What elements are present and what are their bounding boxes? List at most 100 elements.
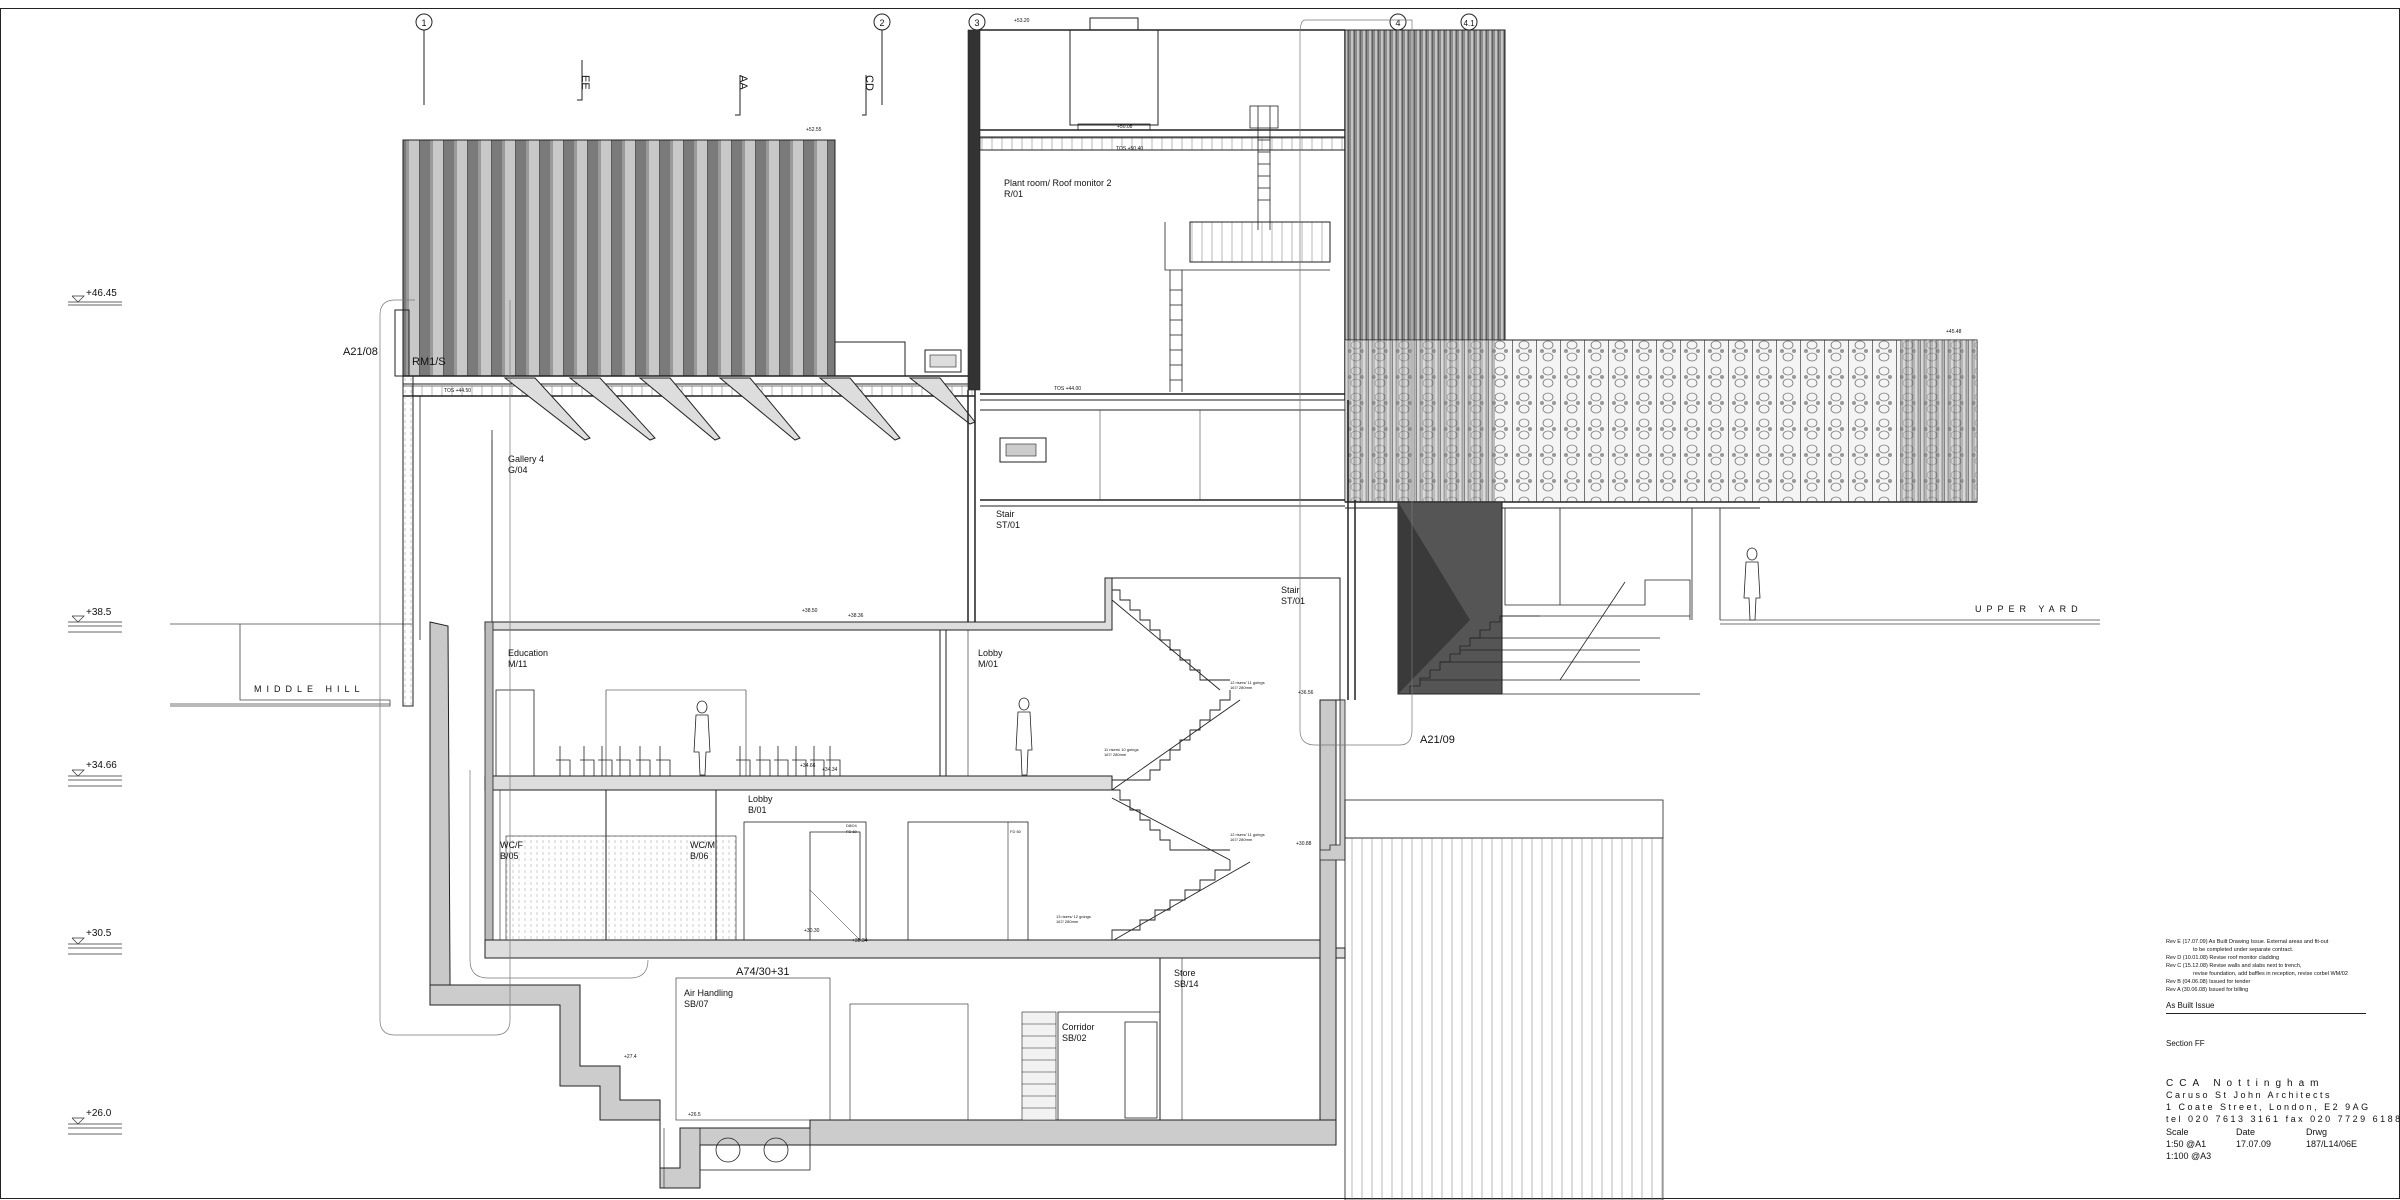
svg-text:+34.66: +34.66 (86, 760, 117, 771)
level-4645: +46.45 (68, 288, 122, 306)
svg-text:1: 1 (421, 18, 426, 28)
drawing-info-grid: Scale Date Drwg 1:50 @A1 17.07.09 187/L1… (2166, 1126, 2366, 1162)
level-385: +38.5 (68, 607, 122, 633)
detail-ref-a74-30-31: A74/30+31 (736, 966, 790, 978)
svg-text:2: 2 (879, 18, 884, 28)
architect-phone: tel 020 7613 3161 fax 020 7729 6188 (2166, 1114, 2400, 1124)
level-tag: +26.5 (688, 1112, 701, 1118)
external-steps (1400, 508, 1721, 695)
drawing-number-label: Drwg (2306, 1127, 2328, 1137)
revision-line: to be completed under separate contract. (2193, 947, 2294, 953)
svg-text:+38.5: +38.5 (86, 607, 112, 618)
roof-baffles (503, 377, 976, 441)
section-mark-ee: EE (579, 75, 591, 90)
detail-ref-a21-09: A21/09 (1420, 734, 1455, 746)
ground-lines (170, 619, 2100, 707)
level-tag: +36.56 (1298, 690, 1314, 696)
level-tag: +27.4 (624, 1054, 637, 1060)
section-mark-aa: AA (737, 75, 749, 90)
ladder (1169, 105, 1279, 392)
tower-cladding (1344, 29, 1506, 341)
door-tag: FD 60 (1010, 829, 1022, 834)
title-block: Rev E (17.07.09) As Built Drawing Issue.… (2166, 938, 2400, 1162)
level-tag: +50.08 (1117, 124, 1133, 130)
level-tag: +52.55 (806, 127, 822, 133)
detail-ref-rm1s: RM1/S (412, 356, 446, 368)
svg-text:+46.45: +46.45 (86, 288, 117, 299)
drawing-number: 187/L14/06E (2306, 1139, 2358, 1149)
internal-stairs (1070, 589, 1251, 949)
scale-a3: 1:100 @A3 (2166, 1151, 2212, 1161)
level-tag: +34.34 (822, 767, 838, 773)
gridline-1: 1 (415, 13, 433, 105)
architect-address: 1 Coate Street, London, E2 9AG (2166, 1102, 2371, 1112)
issue-status: As Built Issue (2166, 1001, 2366, 1014)
scale-a1: 1:50 @A1 (2166, 1139, 2207, 1149)
tos-label: TOS +44.00 (1054, 386, 1081, 392)
revision-line: Rev D (10.01.08) Revise roof monitor cla… (2166, 955, 2280, 961)
revision-line: Rev A (30.06.08) Issued for billing (2166, 987, 2249, 993)
level-markers: +46.45 +38.5 +34.66 +30.5 +26.0 (68, 288, 122, 1135)
svg-text:4.1: 4.1 (1463, 19, 1475, 28)
section-mark-cd: CD (863, 75, 875, 91)
svg-text:+30.5: +30.5 (86, 928, 112, 939)
blockwork-wall (1021, 1011, 1057, 1121)
revision-line: Rev B (04.06.08) Issued for tender (2166, 979, 2251, 985)
level-305: +30.5 (68, 928, 122, 955)
building-section (379, 17, 1978, 1200)
scale-label: Scale (2166, 1127, 2189, 1137)
tos-label: TOS +50.40 (1116, 146, 1143, 152)
svg-text:3: 3 (974, 18, 979, 28)
place-label-upper-yard: UPPER YARD (1975, 604, 2083, 614)
revision-list: Rev E (17.07.09) As Built Drawing Issue.… (2166, 938, 2366, 994)
revision-line: Rev E (17.07.09) As Built Drawing Issue.… (2166, 939, 2329, 945)
level-tag: +30.30 (804, 928, 820, 934)
revision-line: Rev C (15.12.08) Revise walls and slabs … (2166, 963, 2302, 969)
gallery-roof-cladding (402, 139, 836, 377)
revision-line: revise foundation, add baffles in recept… (2193, 971, 2348, 977)
gridlines: 1 2 3 4 4.1 (415, 13, 1478, 105)
project-name: CCA Nottingham (2166, 1078, 2325, 1089)
small-level-tags: +52.55 +53.20 +50.08 +45.48 +38.36 +38.5… (444, 18, 1962, 1118)
level-260: +26.0 (68, 1108, 122, 1135)
section-marks: EE AA CD (577, 60, 875, 116)
gridline-2: 2 (873, 13, 891, 105)
architect-name: Caruso St John Architects (2166, 1090, 2333, 1100)
place-label-middle-hill: MIDDLE HILL (254, 684, 365, 694)
detail-ref-a21-08: A21/08 (343, 346, 378, 358)
level-tag: +34.66 (800, 763, 816, 769)
tos-label: TOS +44.50 (444, 388, 471, 394)
level-3466: +34.66 (68, 760, 122, 787)
level-tag: +45.48 (1946, 329, 1962, 335)
level-tag: +38.36 (848, 613, 864, 619)
svg-text:+26.0: +26.0 (86, 1108, 112, 1119)
level-tag: +53.20 (1014, 18, 1030, 24)
issue-date: 17.07.09 (2236, 1139, 2272, 1149)
level-tag: +30.88 (1296, 841, 1312, 847)
level-tag: +38.50 (802, 608, 818, 614)
person-figure (693, 547, 1761, 776)
date-label: Date (2236, 1127, 2256, 1137)
sheet-title: Section FF (2166, 1039, 2205, 1048)
chairs (556, 746, 841, 776)
